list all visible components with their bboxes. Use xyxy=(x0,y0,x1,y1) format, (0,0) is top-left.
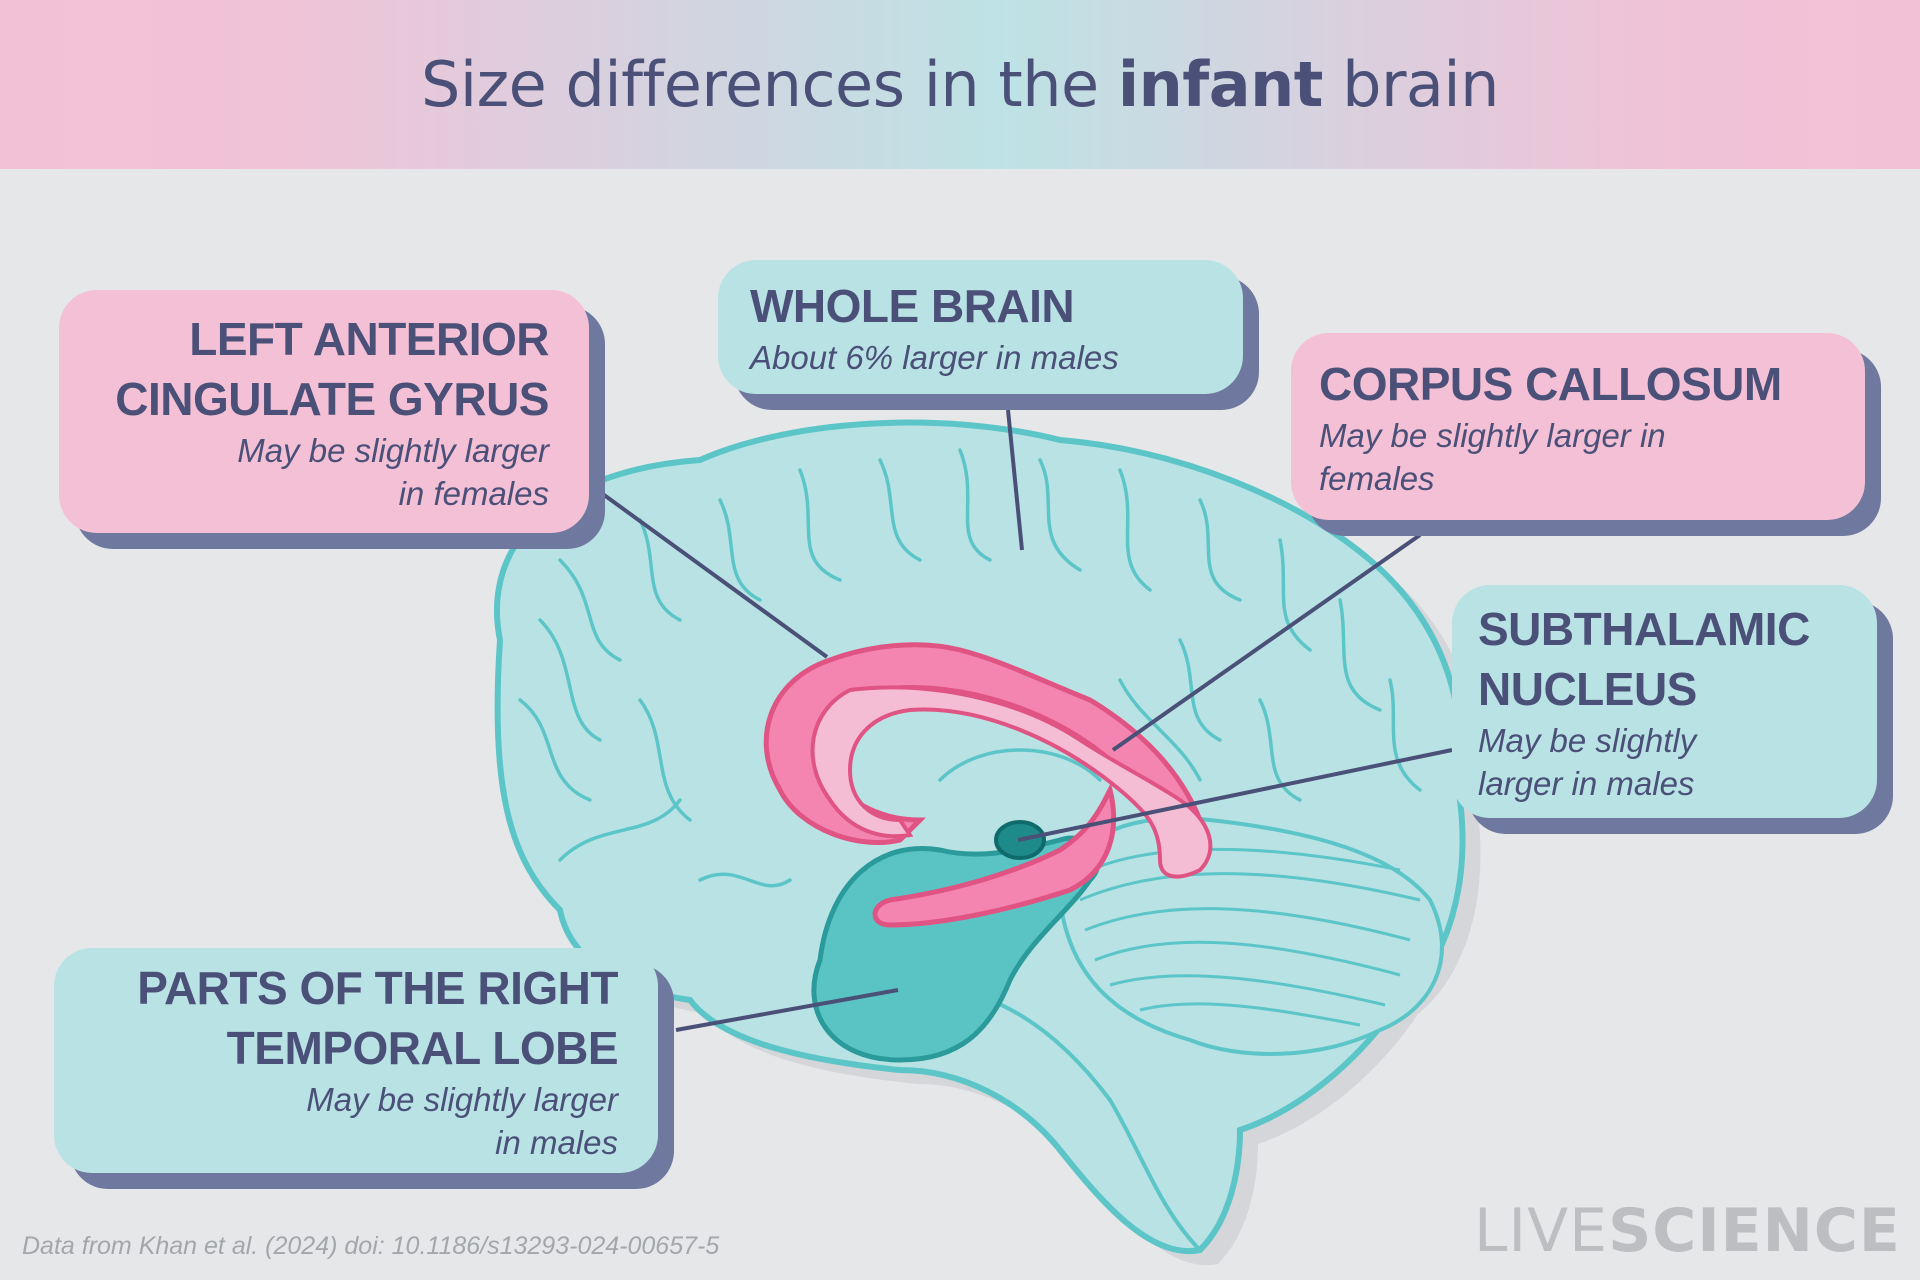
callout-heading: PARTS OF THE RIGHT TEMPORAL LOBE xyxy=(137,961,618,1074)
callout-detail: May be slightly larger in males xyxy=(306,1080,618,1161)
livescience-logo: LIVESCIENCE xyxy=(1474,1196,1901,1266)
callout-face xyxy=(718,260,1243,394)
callout-face xyxy=(54,948,658,1173)
callout-right-temporal-lobe: PARTS OF THE RIGHT TEMPORAL LOBE May be … xyxy=(54,948,674,1189)
callout-detail: About 6% larger in males xyxy=(750,338,1119,376)
leader-lines xyxy=(598,409,1453,1032)
gyri xyxy=(518,448,1422,888)
callout-detail: May be slightly larger in males xyxy=(1478,721,1697,802)
callout-whole-brain: WHOLE BRAIN About 6% larger in males xyxy=(718,260,1259,410)
citation: Data from Khan et al. (2024) doi: 10.118… xyxy=(22,1232,720,1260)
logo-science: SCIENCE xyxy=(1608,1196,1901,1266)
callout-heading: LEFT ANTERIOR CINGULATE GYRUS xyxy=(115,312,549,425)
title-suffix: brain xyxy=(1322,48,1499,121)
cerebellum-folds xyxy=(1079,847,1421,1027)
callout-heading: WHOLE BRAIN xyxy=(750,279,1075,332)
logo-live: LIVE xyxy=(1474,1196,1609,1266)
callout-left-anterior-cingulate-gyrus: LEFT ANTERIOR CINGULATE GYRUS May be sli… xyxy=(59,290,605,549)
callout-detail: May be slightly larger in females xyxy=(1319,416,1666,497)
callout-subthalamic-nucleus: SUBTHALAMIC NUCLEUS May be slightly larg… xyxy=(1452,585,1893,834)
corpus-callosum xyxy=(810,685,1213,879)
title-banner: Size differences in the infant brain xyxy=(0,0,1920,169)
title-emphasis: infant xyxy=(1117,48,1323,121)
callout-heading: SUBTHALAMIC NUCLEUS xyxy=(1478,602,1810,715)
page-title: Size differences in the infant brain xyxy=(421,48,1499,121)
callout-heading: CORPUS CALLOSUM xyxy=(1319,357,1782,410)
title-prefix: Size differences in the xyxy=(421,48,1118,121)
callout-face xyxy=(59,290,589,533)
callout-detail: May be slightly larger in females xyxy=(237,431,549,512)
callout-face xyxy=(1291,333,1865,520)
callout-corpus-callosum: CORPUS CALLOSUM May be slightly larger i… xyxy=(1291,333,1881,536)
cingulate-gyrus xyxy=(763,642,1204,846)
callout-face xyxy=(1452,585,1877,818)
brainstem xyxy=(989,998,1202,1252)
fornix xyxy=(872,782,1117,928)
